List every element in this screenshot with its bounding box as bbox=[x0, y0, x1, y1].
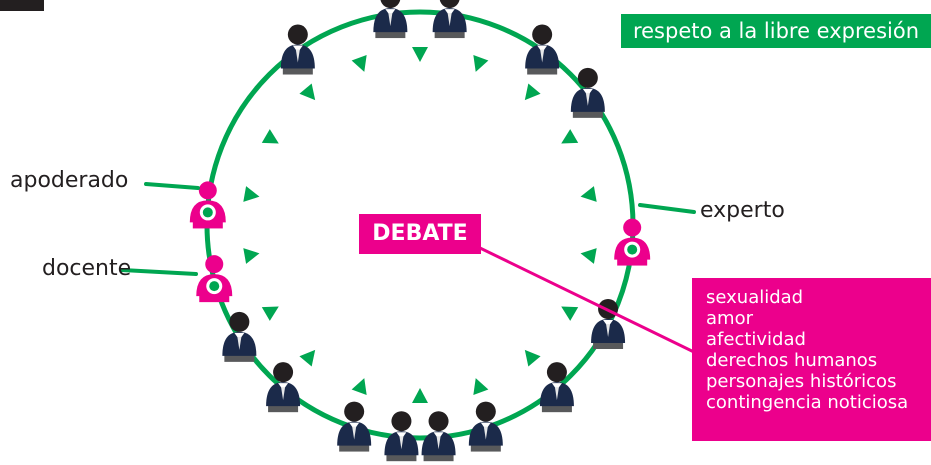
person-suit-icon bbox=[570, 67, 605, 118]
topic-item: personajes históricos bbox=[706, 371, 897, 392]
person-highlight-icon bbox=[189, 181, 226, 229]
person-suit-icon bbox=[591, 298, 626, 349]
person-highlight-icon bbox=[196, 255, 233, 303]
person-suit-icon bbox=[384, 411, 419, 462]
topic-item: contingencia noticiosa bbox=[706, 392, 909, 413]
free-expression-badge: respeto a la libre expresión bbox=[621, 14, 931, 48]
role-label-docente: docente bbox=[42, 256, 132, 281]
connector-experto bbox=[638, 203, 696, 214]
triangle-arrow-icon bbox=[243, 248, 260, 264]
triangle-arrow-icon bbox=[243, 186, 260, 202]
person-suit-icon bbox=[539, 362, 574, 413]
person-suit-icon bbox=[421, 411, 456, 462]
debate-center-label: DEBATE bbox=[359, 214, 481, 254]
triangle-arrow-icon bbox=[412, 388, 428, 403]
person-suit-icon bbox=[266, 362, 301, 413]
topic-item: derechos humanos bbox=[706, 350, 878, 371]
person-suit-icon bbox=[222, 311, 257, 362]
role-label-experto: experto bbox=[700, 198, 785, 223]
person-highlight-icon bbox=[614, 218, 651, 266]
person-suit-icon bbox=[373, 0, 408, 39]
topic-item: amor bbox=[706, 308, 753, 329]
debate-topics-list: sexualidad amor afectividad derechos hum… bbox=[692, 278, 931, 441]
person-suit-icon bbox=[525, 24, 560, 75]
triangle-arrow-icon bbox=[473, 55, 489, 72]
triangle-arrow-icon bbox=[261, 129, 279, 144]
triangle-arrow-icon bbox=[299, 83, 316, 101]
person-suit-icon bbox=[468, 401, 503, 452]
connector-topics bbox=[478, 246, 698, 355]
person-suit-icon bbox=[432, 0, 467, 39]
role-label-apoderado: apoderado bbox=[10, 168, 129, 193]
connector-apoderado bbox=[144, 182, 200, 190]
triangle-arrow-icon bbox=[351, 378, 367, 395]
connector-docente bbox=[120, 268, 198, 276]
triangle-arrow-icon bbox=[561, 129, 579, 144]
person-suit-icon bbox=[280, 24, 315, 75]
topic-item: sexualidad bbox=[706, 287, 804, 308]
triangle-arrow-icon bbox=[524, 349, 541, 367]
triangle-arrow-icon bbox=[412, 47, 428, 62]
triangle-arrow-icon bbox=[261, 306, 279, 321]
corner-mark bbox=[0, 0, 44, 11]
triangle-arrow-icon bbox=[524, 83, 541, 101]
topic-item: afectividad bbox=[706, 329, 806, 350]
triangle-arrow-icon bbox=[351, 55, 367, 72]
person-suit-icon bbox=[337, 401, 372, 452]
triangle-arrow-icon bbox=[299, 349, 316, 367]
triangle-arrow-icon bbox=[561, 306, 579, 321]
triangle-arrow-icon bbox=[580, 186, 597, 202]
triangle-arrow-icon bbox=[580, 248, 597, 264]
triangle-arrow-icon bbox=[473, 378, 489, 395]
